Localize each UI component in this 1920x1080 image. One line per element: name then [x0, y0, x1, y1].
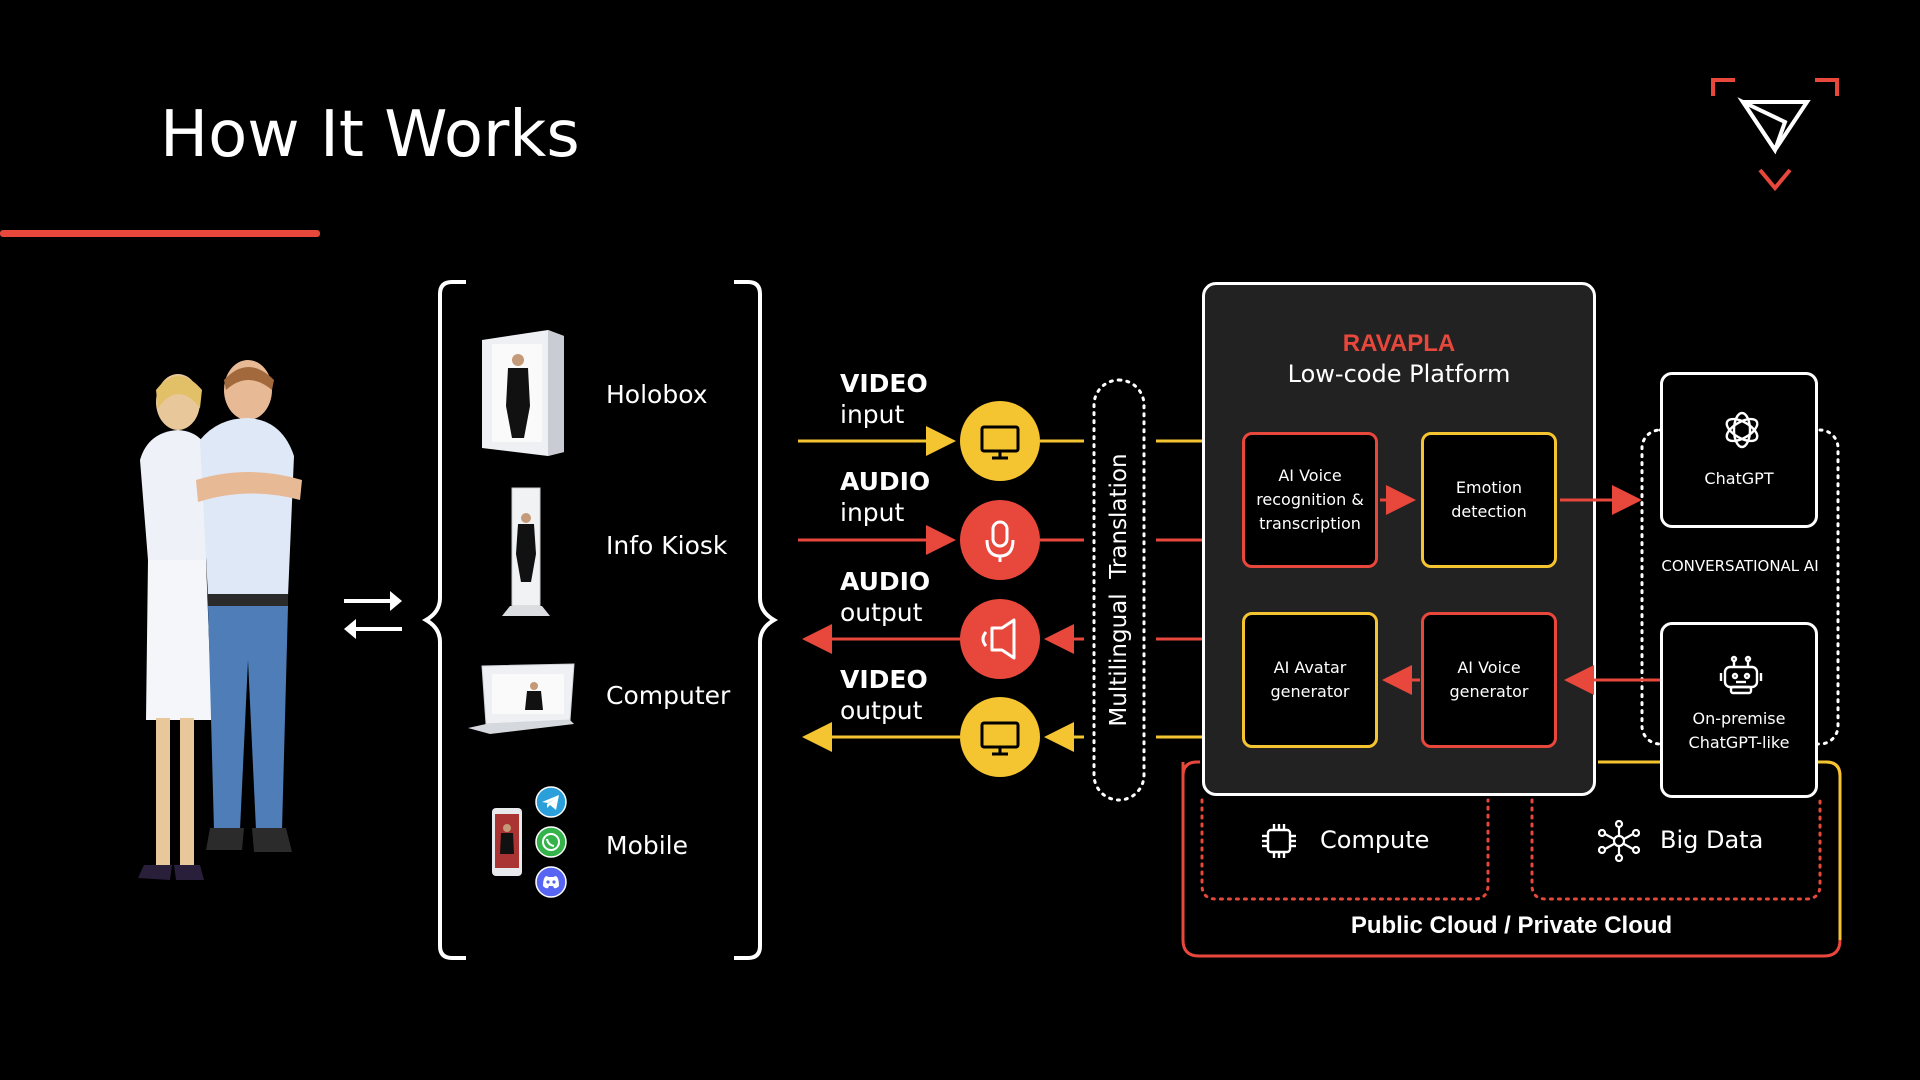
- triangle-logo-icon: [1711, 78, 1839, 192]
- discord-icon: [535, 866, 567, 898]
- onpremise-box: On-premise ChatGPT-like: [1660, 622, 1818, 798]
- conversational-ai-label: CONVERSATIONAL AI: [1661, 557, 1819, 575]
- device-label-mobile: Mobile: [606, 831, 689, 860]
- holobox-icon: [482, 330, 564, 456]
- page-title: How It Works: [160, 98, 580, 172]
- big-data-label: Big Data: [1660, 826, 1764, 854]
- module-avatar-generator: AI Avatar generator: [1242, 612, 1378, 748]
- chatgpt-label: ChatGPT: [1704, 469, 1774, 488]
- network-icon: [1598, 820, 1640, 862]
- people-illustration: [138, 360, 302, 880]
- compute-frame: [1200, 798, 1490, 901]
- io-arrows: [798, 426, 1084, 752]
- translation-pill: [1092, 378, 1146, 802]
- translation-label: Multilingual Translation: [1106, 453, 1132, 727]
- platform-brand: RAVAPLA: [1342, 330, 1456, 357]
- compute-label: Compute: [1320, 826, 1430, 854]
- monitor-icon: [960, 401, 1040, 481]
- mobile-phone-icon: [492, 808, 522, 876]
- big-data-frame: [1530, 798, 1822, 901]
- computer-icon: [468, 663, 575, 734]
- device-braces: [421, 280, 779, 960]
- telegram-icon: [535, 786, 567, 818]
- monitor-icon: [960, 697, 1040, 777]
- cloud-label: Public Cloud / Private Cloud: [1350, 912, 1673, 939]
- speaker-icon: [960, 599, 1040, 679]
- openai-icon: [1725, 411, 1759, 449]
- module-voice-recognition: AI Voice recognition & transcription: [1242, 432, 1378, 568]
- ai-connectors: [1560, 485, 1666, 695]
- device-label-holobox: Holobox: [606, 380, 708, 409]
- chip-icon: [1262, 824, 1296, 858]
- man-figure: [196, 360, 302, 852]
- whatsapp-icon: [535, 826, 567, 858]
- module-voice-generator: AI Voice generator: [1421, 612, 1557, 748]
- info-kiosk-icon: [502, 487, 550, 616]
- title-underline: [0, 230, 320, 237]
- chatgpt-box: ChatGPT: [1660, 372, 1818, 528]
- module-arrows: [1380, 485, 1420, 695]
- device-label-computer: Computer: [606, 681, 731, 710]
- platform-subtitle: Low-code Platform: [1287, 360, 1511, 388]
- bidirectional-arrows: [344, 591, 402, 639]
- device-label-info-kiosk: Info Kiosk: [606, 531, 728, 560]
- microphone-icon: [960, 500, 1040, 580]
- robot-icon: [1719, 655, 1763, 695]
- module-emotion-detection: Emotion detection: [1421, 432, 1557, 568]
- woman-figure: [138, 374, 212, 880]
- onpremise-label: On-premise ChatGPT-like: [1688, 709, 1790, 752]
